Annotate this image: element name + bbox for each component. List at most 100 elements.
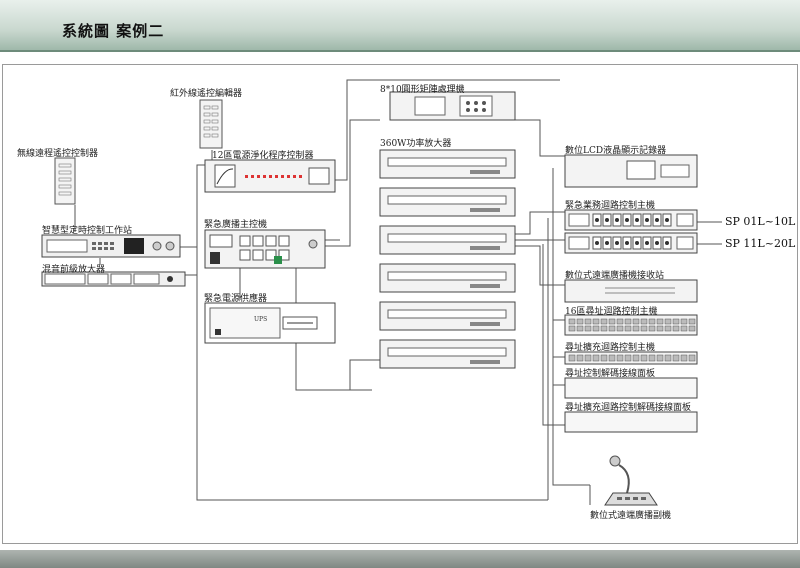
loop-switch-led xyxy=(605,218,609,222)
address-cell xyxy=(616,318,624,325)
header-divider xyxy=(0,50,800,52)
amplifier-meter xyxy=(387,157,507,167)
address-ext-cell xyxy=(576,354,584,362)
diagram-frame xyxy=(2,64,798,544)
address-cell xyxy=(584,318,592,325)
address-cell xyxy=(608,318,616,325)
amplifier-indicator xyxy=(470,360,500,364)
ups-text: UPS xyxy=(254,316,267,323)
address-ext-cell xyxy=(616,354,624,362)
address-cell xyxy=(672,325,680,332)
emergency-loop-device-2 xyxy=(564,232,698,254)
address-cell xyxy=(616,325,624,332)
address-ext-cell xyxy=(584,354,592,362)
label-remote-mic: 數位式遠端廣播副機 xyxy=(590,511,672,521)
label-emergency-loop: 緊急業務迴路控制主機 xyxy=(565,201,656,211)
address-ext-cell xyxy=(656,354,664,362)
amplifier-meter xyxy=(387,233,507,243)
label-mixer-preamp: 混音前級放大器 xyxy=(42,265,106,275)
address-decode-device xyxy=(564,377,698,399)
address-cell xyxy=(640,318,648,325)
amplifier-meter xyxy=(387,271,507,281)
label-address-16: 16區尋址迴路控制主機 xyxy=(565,307,658,317)
address-cell xyxy=(680,325,688,332)
label-power-sequencer: 12區電源淨化程序控制器 xyxy=(212,151,314,161)
loop-switch-led xyxy=(645,241,649,245)
address-cell xyxy=(568,318,576,325)
address-cell xyxy=(568,325,576,332)
address-cell xyxy=(664,318,672,325)
address-cell xyxy=(664,325,672,332)
address-ext-cell xyxy=(688,354,696,362)
amplifier-meter xyxy=(387,195,507,205)
mixer-preamp-device xyxy=(41,271,186,287)
page-title: 系統圖 案例二 xyxy=(62,22,165,40)
loop-switch-led xyxy=(655,218,659,222)
address-cell xyxy=(672,318,680,325)
address-cell xyxy=(592,318,600,325)
label-matrix: 8*10圓形矩陣處理機 xyxy=(380,85,465,95)
address-ext-cell xyxy=(672,354,680,362)
address-ext-cell xyxy=(648,354,656,362)
loop-switch-led xyxy=(665,241,669,245)
label-address-ext-decode: 尋址擴充迴路控制解碼接線面板 xyxy=(565,403,692,413)
address-cell xyxy=(592,325,600,332)
address-cell xyxy=(576,318,584,325)
status-led xyxy=(274,256,282,264)
loop-switch-led xyxy=(665,218,669,222)
emergency-loop-device xyxy=(564,209,698,231)
emergency-power-device xyxy=(204,302,336,344)
remote-receiver-device xyxy=(564,279,698,303)
loop-switch-led xyxy=(635,241,639,245)
emergency-main-device xyxy=(204,229,326,269)
label-remote-receiver: 數位式遠端廣播機接收站 xyxy=(565,271,665,281)
loop-display xyxy=(568,213,590,227)
loop-switch-led xyxy=(635,218,639,222)
loop-switch-led xyxy=(655,241,659,245)
address-ext-cell xyxy=(600,354,608,362)
power-sequencer-device xyxy=(204,159,336,193)
amplifier-indicator xyxy=(470,208,500,212)
loop-switch-led xyxy=(645,218,649,222)
label-emergency-main: 緊急廣播主控機 xyxy=(204,220,268,230)
matrix-device xyxy=(389,91,516,121)
loop-terminal xyxy=(676,213,694,227)
loop-terminal xyxy=(676,236,694,250)
amplifier-meter xyxy=(387,309,507,319)
wireless-remote-device xyxy=(54,157,76,205)
address-cell xyxy=(584,325,592,332)
address-cell xyxy=(648,325,656,332)
address-cell xyxy=(600,325,608,332)
address-cell xyxy=(576,325,584,332)
smart-workstation-device xyxy=(41,234,181,258)
label-address-ext: 尋址擴充迴路控制主機 xyxy=(565,343,656,353)
connection-lines xyxy=(74,79,722,505)
amplifier-meter xyxy=(387,347,507,357)
address-16-device xyxy=(564,314,698,336)
address-cell xyxy=(624,325,632,332)
address-ext-cell xyxy=(632,354,640,362)
amplifier-indicator xyxy=(470,170,500,174)
remote-mic-device xyxy=(604,455,658,506)
loop-switch-led xyxy=(605,241,609,245)
address-cell xyxy=(680,318,688,325)
address-cell xyxy=(632,318,640,325)
label-amplifier: 360W功率放大器 xyxy=(380,139,452,149)
address-cell xyxy=(640,325,648,332)
address-cell xyxy=(688,318,696,325)
label-lcd-recorder: 數位LCD液晶顯示記錄器 xyxy=(565,146,667,156)
amplifier-stack xyxy=(379,149,516,369)
loop-switch-led xyxy=(625,218,629,222)
address-cell xyxy=(656,318,664,325)
loop-switch-led xyxy=(615,241,619,245)
amplifier-indicator xyxy=(470,246,500,250)
amplifier-indicator xyxy=(470,322,500,326)
address-ext-cell xyxy=(608,354,616,362)
address-cell xyxy=(648,318,656,325)
loop-display xyxy=(568,236,590,250)
address-ext-cell xyxy=(640,354,648,362)
ir-editor-device xyxy=(199,99,223,149)
label-sp2: SP 11L~20L xyxy=(725,237,796,250)
address-ext-cell xyxy=(592,354,600,362)
address-ext-device xyxy=(564,351,698,365)
